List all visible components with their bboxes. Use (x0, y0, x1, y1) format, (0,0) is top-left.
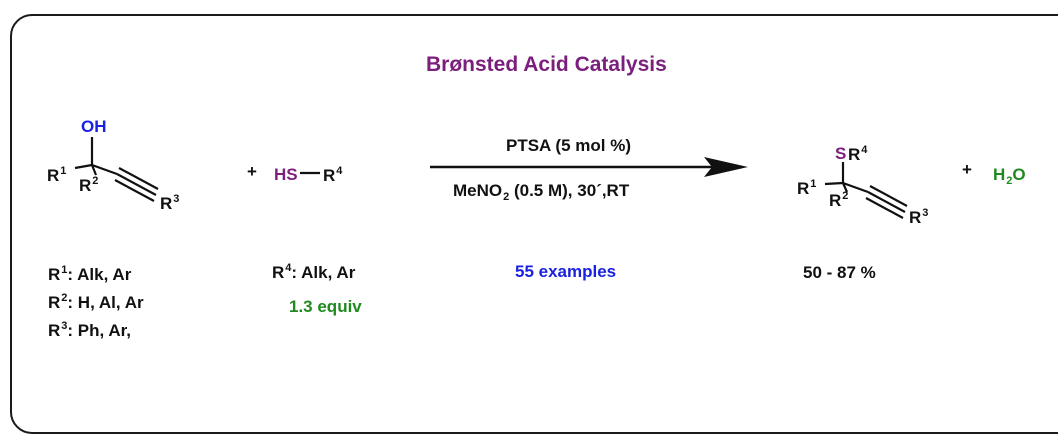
sulfur-atom: S (835, 144, 847, 163)
alkyne-bond-product-1 (867, 191, 906, 213)
alkyne-bond-product-3 (865, 197, 904, 219)
alkyne-bond-3 (114, 179, 155, 202)
hydroxyl-group: OH (81, 117, 107, 136)
catalyst-condition: PTSA (5 mol %) (506, 136, 631, 155)
product-r2: R2 (829, 190, 849, 210)
example-count: 55 examples (515, 262, 617, 281)
scope-r3: R3: Ph, Ar, (48, 320, 132, 340)
thiol-equiv: 1.3 equiv (289, 297, 362, 316)
scheme-title: Brønsted Acid Catalysis (426, 53, 667, 76)
thiol-group: HS (274, 165, 298, 184)
scope-r2: R2: H, Al, Ar (48, 292, 144, 312)
yield-range: 50 - 87 % (803, 263, 876, 282)
solvent-condition: MeNO2 (0.5 M), 30´,RT (453, 181, 630, 203)
product-r1: R1 (797, 178, 817, 198)
thiol-r4: R4 (323, 165, 343, 185)
bond-c-r1-product (824, 181, 844, 186)
bond-c-r1 (74, 163, 93, 170)
alkyne-bond-2 (118, 167, 159, 190)
water-byproduct: H2O (993, 165, 1026, 187)
bond-lines (74, 137, 908, 219)
alkyne-bond-1 (116, 173, 157, 196)
scope-r4: R4: Alk, Ar (272, 262, 356, 282)
bond-c-alkyne-product (842, 181, 869, 194)
reactant1-r3: R3 (160, 193, 180, 213)
scope-r1: R1: Alk, Ar (48, 264, 132, 284)
product-r3: R3 (909, 207, 929, 227)
alkyne-bond-product-2 (869, 185, 908, 207)
bond-c-r2 (90, 164, 98, 176)
product-r4: R4 (848, 144, 868, 164)
reactant1-r2: R2 (79, 175, 99, 195)
plus-sign-1: + (247, 162, 257, 181)
plus-sign-2: + (962, 160, 972, 179)
reaction-arrow-head (704, 157, 748, 177)
bond-c-alkyne (91, 163, 118, 176)
reactant1-r1: R1 (47, 165, 67, 185)
bond-c-r2-product (841, 182, 849, 193)
